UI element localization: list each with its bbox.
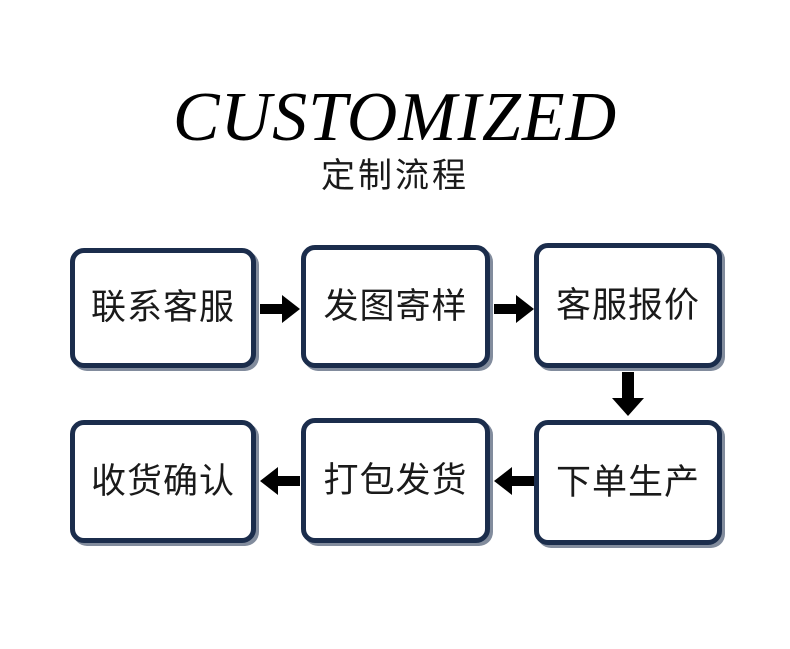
- flow-node-service-quote: 客服报价: [534, 243, 722, 368]
- flow-node-label: 收货确认: [90, 461, 235, 502]
- arrow-right-icon: [260, 295, 300, 323]
- flow-node-receive-confirm: 收货确认: [70, 420, 256, 543]
- flow-node-label: 联系客服: [90, 288, 235, 328]
- arrow-right-icon: [494, 295, 534, 323]
- arrow-down-icon: [612, 372, 644, 416]
- page-title-chinese: 定制流程: [321, 156, 469, 196]
- flow-node-contact-service: 联系客服: [70, 248, 256, 368]
- page-title-english: CUSTOMIZED: [172, 79, 618, 156]
- flow-node-label: 发图寄样: [323, 286, 468, 327]
- flow-node-place-order-produce: 下单生产: [534, 420, 722, 545]
- arrow-left-icon: [494, 467, 534, 495]
- arrow-left-icon: [260, 467, 300, 495]
- flow-node-label: 下单生产: [555, 462, 700, 503]
- flow-node-label: 打包发货: [323, 460, 468, 501]
- flow-node-pack-and-ship: 打包发货: [301, 418, 490, 543]
- title-block: CUSTOMIZED 定制流程: [0, 79, 790, 197]
- flow-node-send-image-sample: 发图寄样: [301, 245, 490, 368]
- flow-node-label: 客服报价: [555, 285, 700, 326]
